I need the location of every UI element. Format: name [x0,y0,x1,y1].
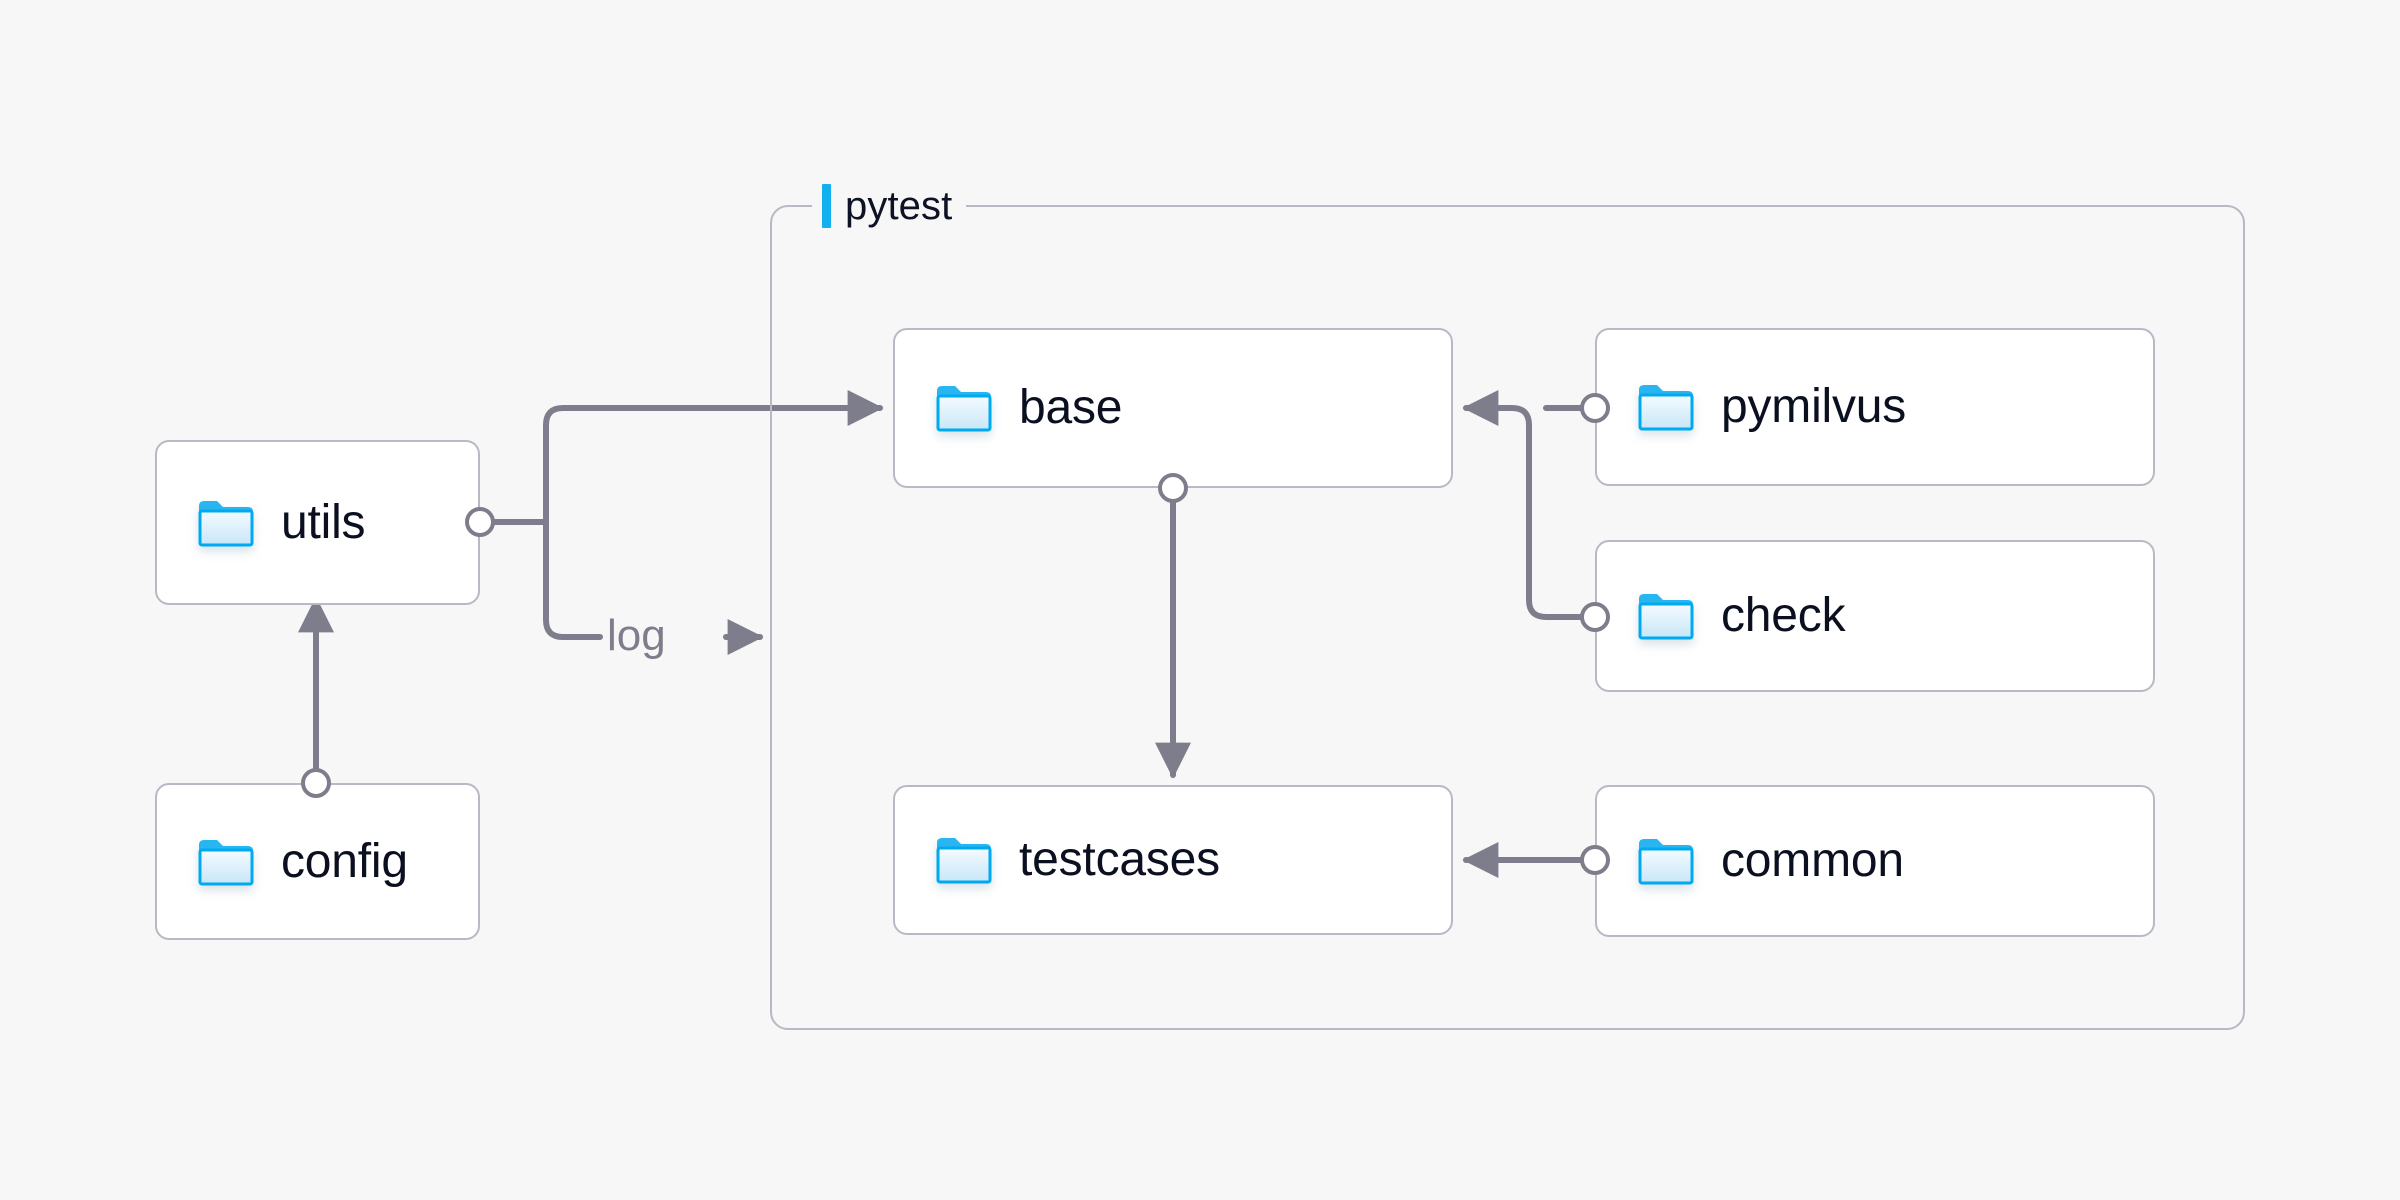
folder-icon [1637,836,1695,886]
accent-bar-icon [822,184,831,228]
node-common[interactable]: common [1595,785,2155,937]
node-pymilvus[interactable]: pymilvus [1595,328,2155,486]
node-pymilvus-label: pymilvus [1721,380,1907,433]
port-check-left[interactable] [1580,602,1610,632]
folder-icon [1637,382,1695,432]
folder-icon [1637,591,1695,641]
folder-icon [197,498,255,548]
folder-icon [935,383,993,433]
node-config[interactable]: config [155,783,480,940]
port-common-left[interactable] [1580,845,1610,875]
node-utils-label: utils [281,495,366,549]
group-pytest-label: pytest [845,184,953,228]
port-config-top[interactable] [301,768,331,798]
group-pytest[interactable] [770,205,2245,1030]
node-base-label: base [1019,381,1123,434]
folder-icon [197,837,255,887]
node-check-label: check [1721,589,1846,642]
port-pymilvus-left[interactable] [1580,393,1610,423]
node-utils[interactable]: utils [155,440,480,605]
node-common-label: common [1721,834,1904,887]
node-check[interactable]: check [1595,540,2155,692]
node-testcases[interactable]: testcases [893,785,1453,935]
port-base-bottom[interactable] [1158,473,1188,503]
node-config-label: config [281,834,408,888]
edge-label-log: log [607,611,666,660]
node-testcases-label: testcases [1019,833,1220,886]
port-utils-right[interactable] [465,507,495,537]
group-pytest-title: pytest [812,183,967,229]
folder-icon [935,835,993,885]
node-base[interactable]: base [893,328,1453,488]
wire-utils-log [543,519,603,640]
